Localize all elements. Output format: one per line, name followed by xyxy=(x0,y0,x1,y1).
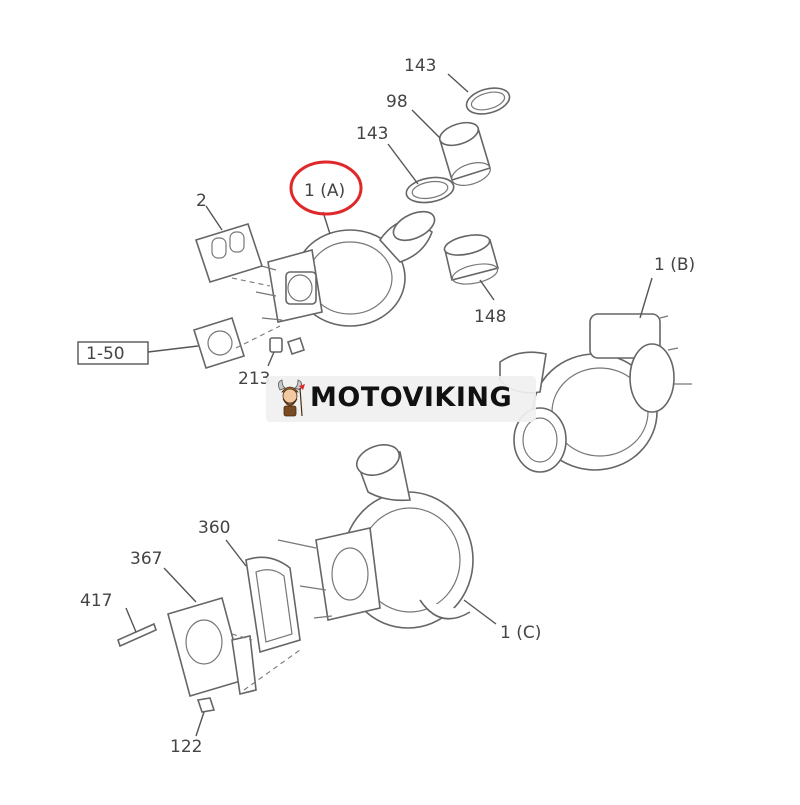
clamp-143-lower xyxy=(405,176,455,204)
label-98: 98 xyxy=(386,92,408,112)
gasket-1-50 xyxy=(192,316,246,370)
label-1a: 1 (A) xyxy=(304,181,345,201)
label-1-50: 1-50 xyxy=(86,344,125,364)
label-417: 417 xyxy=(80,591,112,611)
label-143-lower: 143 xyxy=(356,124,388,144)
label-148: 148 xyxy=(474,307,506,327)
viking-mascot-icon xyxy=(278,379,305,417)
highlight-circle xyxy=(289,160,363,216)
hose-98 xyxy=(438,121,491,186)
leader-lines xyxy=(125,73,653,737)
assembly-line xyxy=(235,325,281,349)
assembly-line xyxy=(243,649,301,691)
label-367: 367 xyxy=(130,549,162,569)
brand-name: MOTOVIKING xyxy=(310,382,513,413)
assembly-line xyxy=(231,633,253,641)
label-213: 213 xyxy=(238,369,270,389)
label-box-1-50 xyxy=(77,341,149,365)
label-143-top: 143 xyxy=(404,56,436,76)
gasket-360 xyxy=(245,556,301,654)
gasket-2 xyxy=(194,223,264,283)
assembly-line xyxy=(231,277,271,287)
watermark-banner: MOTOVIKING xyxy=(266,376,536,422)
flange-367 xyxy=(167,596,257,698)
stud-417 xyxy=(117,622,157,648)
label-2: 2 xyxy=(196,191,207,211)
turbocharger-1c xyxy=(277,444,474,629)
turbocharger-1a xyxy=(253,210,436,327)
nut-213 xyxy=(269,336,306,356)
nut-122 xyxy=(196,697,216,713)
label-360: 360 xyxy=(198,518,230,538)
label-1b: 1 (B) xyxy=(654,255,695,275)
clamp-143-top xyxy=(465,87,511,115)
label-122: 122 xyxy=(170,737,202,757)
label-1c: 1 (C) xyxy=(500,623,541,643)
hose-148 xyxy=(443,234,499,285)
